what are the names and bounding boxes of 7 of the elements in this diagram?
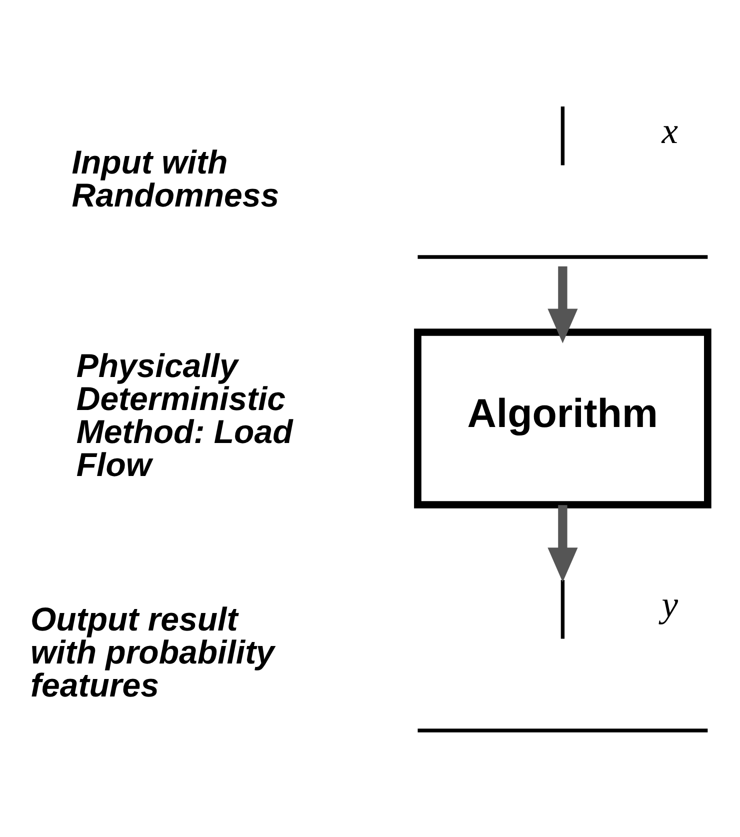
label: Output result with probability features bbox=[30, 600, 274, 704]
arrow bbox=[548, 266, 578, 344]
label: Input with Randomness bbox=[72, 143, 280, 214]
arrow bbox=[548, 505, 578, 582]
label: Physically Deterministic Method: Load Flow bbox=[76, 347, 293, 484]
node-box: Algorithm bbox=[414, 328, 712, 508]
node-text: x bbox=[662, 110, 678, 152]
